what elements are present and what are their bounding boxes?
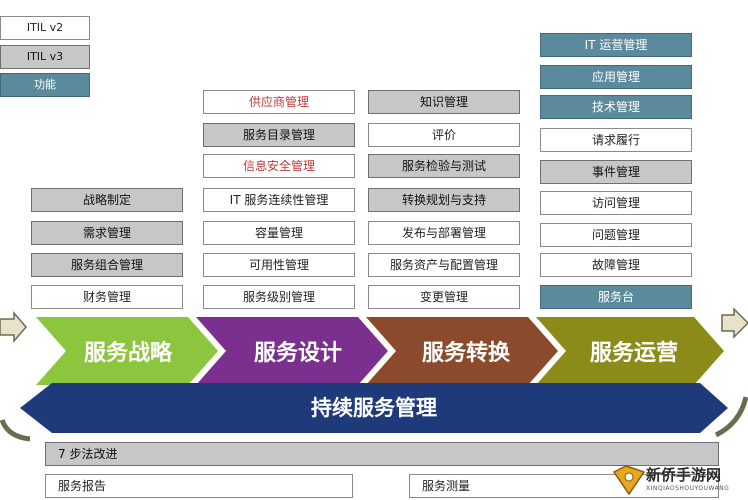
stage-strategy-chevron xyxy=(36,317,218,385)
csi-label: 持续服务管理 xyxy=(311,396,437,420)
operation-item-event-management: 事件管理 xyxy=(540,160,692,184)
stage-design-label: 服务设计 xyxy=(254,341,342,366)
transition-item-planning-support: 转换规划与支持 xyxy=(368,188,520,212)
legend-function: 功能 xyxy=(0,73,90,97)
design-item-availability-management: 可用性管理 xyxy=(203,253,355,277)
site-watermark: 新侨手游网 XINQIAOSHOUYOUWANG xyxy=(612,462,746,498)
transition-item-validation-testing: 服务检验与测试 xyxy=(368,154,520,178)
csi-service-measurement: 服务测量 xyxy=(409,474,719,498)
transition-item-change-management: 变更管理 xyxy=(368,285,520,309)
watermark-logo-icon xyxy=(612,465,646,496)
stage-transition-chevron xyxy=(366,317,558,385)
watermark-name: 新侨手游网 xyxy=(646,466,722,484)
left-cycle-arc xyxy=(0,419,31,442)
legend-itil-v2: ITIL v2 xyxy=(0,16,90,40)
right-cycle-arrow xyxy=(721,307,748,339)
operation-item-access-management: 访问管理 xyxy=(540,191,692,215)
operation-item-application-management: 应用管理 xyxy=(540,65,692,89)
design-item-service-level-management: 服务级别管理 xyxy=(203,285,355,309)
watermark-subtitle: XINQIAOSHOUYOUWANG xyxy=(646,485,730,492)
stage-operation-label: 服务运营 xyxy=(590,341,678,366)
operation-item-problem-management: 问题管理 xyxy=(540,223,692,247)
operation-item-request-fulfilment: 请求履行 xyxy=(540,128,692,152)
stage-operation-chevron xyxy=(536,317,724,385)
strategy-item-financial-management: 财务管理 xyxy=(31,285,183,309)
design-item-security-management: 信息安全管理 xyxy=(203,154,355,178)
lifecycle-diagram: 服务战略 服务设计 服务转换 服务运营 持续服务管理 xyxy=(0,307,748,442)
stage-strategy-label: 服务战略 xyxy=(84,340,173,366)
csi-service-reporting: 服务报告 xyxy=(45,474,353,498)
transition-item-release-deployment: 发布与部署管理 xyxy=(368,221,520,245)
design-item-catalogue-management: 服务目录管理 xyxy=(203,123,355,147)
operation-item-incident-management: 故障管理 xyxy=(540,253,692,277)
design-item-capacity-management: 容量管理 xyxy=(203,221,355,245)
stage-design-chevron xyxy=(196,317,388,385)
transition-item-evaluation: 评价 xyxy=(368,123,520,147)
csi-seven-step-improvement: 7 步法改进 xyxy=(45,442,719,466)
operation-item-it-operations: IT 运营管理 xyxy=(540,33,692,57)
left-cycle-arrow xyxy=(0,310,27,344)
design-item-continuity-management: IT 服务连续性管理 xyxy=(203,188,355,212)
strategy-item-strategy-generation: 战略制定 xyxy=(31,188,183,212)
strategy-item-portfolio-management: 服务组合管理 xyxy=(31,253,183,277)
operation-item-service-desk: 服务台 xyxy=(540,285,692,309)
operation-item-technical-management: 技术管理 xyxy=(540,95,692,119)
transition-item-asset-configuration: 服务资产与配置管理 xyxy=(368,253,520,277)
strategy-item-demand-management: 需求管理 xyxy=(31,221,183,245)
right-cycle-arc xyxy=(714,396,748,438)
legend-itil-v3: ITIL v3 xyxy=(0,45,90,69)
stage-transition-label: 服务转换 xyxy=(422,340,511,366)
design-item-supplier-management: 供应商管理 xyxy=(203,90,355,114)
transition-item-knowledge-management: 知识管理 xyxy=(368,90,520,114)
csi-band xyxy=(20,383,728,433)
